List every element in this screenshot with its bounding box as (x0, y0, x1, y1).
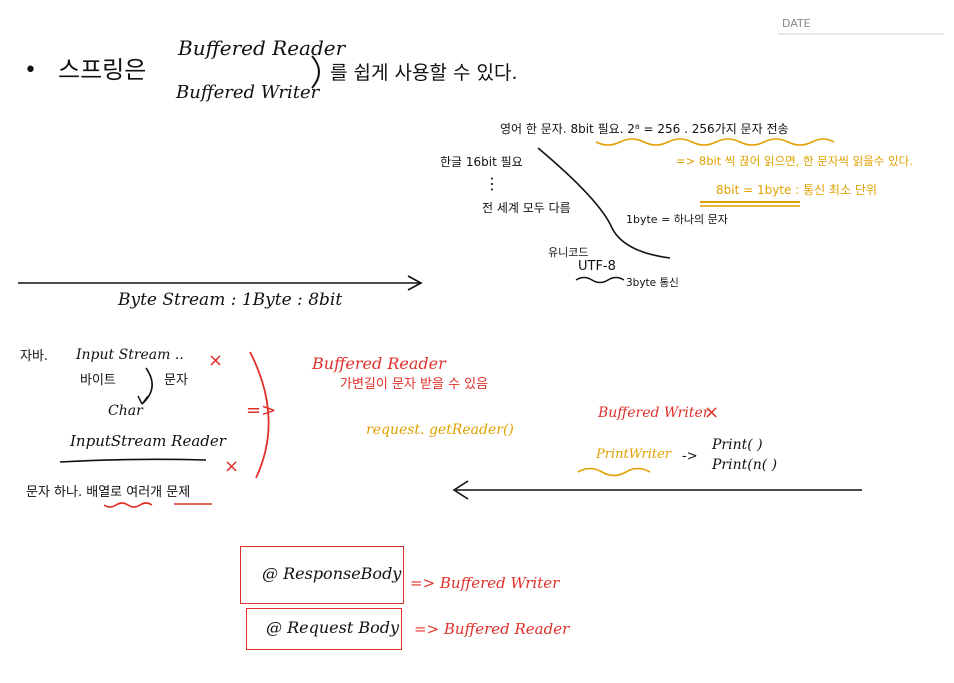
x-mark-writer: × (704, 402, 720, 423)
char-label-en: Char (108, 403, 143, 419)
request-get-reader: request. getReader() (366, 422, 514, 438)
buffered-reader-title: Buffered Reader (312, 354, 446, 373)
read-per-char-note: => 8bit 씩 끊어 읽으면, 한 문자씩 읽을수 있다. (676, 154, 913, 168)
unicode-label: 유니코드 (548, 246, 589, 259)
response-body-arrow: => Buffered Writer (410, 574, 560, 592)
title-buffered-writer: Buffered Writer (176, 82, 320, 103)
problem-note: 문자 하나. 배열로 여러개 문제 (26, 485, 191, 500)
implies-arrow: => (246, 400, 277, 421)
print-arrow: -> (682, 449, 698, 464)
response-body-label: @ ResponseBody (262, 564, 402, 583)
english-note: 영어 한 문자. 8bit 필요. 2⁸ = 256 . 256가지 문자 전송 (500, 122, 789, 136)
char-label-ko: 문자 (164, 373, 188, 388)
request-body-label: @ Request Body (266, 618, 400, 637)
date-label: DATE (782, 17, 811, 30)
buffered-reader-desc: 가변길이 문자 받을 수 있음 (340, 377, 489, 392)
world-note: 전 세계 모두 다름 (482, 201, 571, 215)
byte-stream-label: Byte Stream : 1Byte : 8bit (118, 290, 343, 310)
korean-note: 한글 16bit 필요 (440, 155, 523, 169)
utf8-label: UTF-8 (578, 259, 616, 274)
byte-char-note: 1byte = 하나의 문자 (626, 213, 728, 226)
title-buffered-reader: Buffered Reader (178, 36, 346, 60)
java-label: 자바. (20, 349, 49, 364)
print-writer-label: PrintWriter (596, 447, 671, 462)
byte-label: 바이트 (80, 373, 116, 388)
print-method: Print( ) (712, 437, 763, 453)
utf8-bytes-note: 3byte 통신 (626, 277, 679, 289)
x-mark-input-stream: × (208, 350, 224, 371)
x-mark-reader: × (224, 456, 240, 477)
request-body-arrow: => Buffered Reader (414, 620, 570, 638)
title-prefix: 스프링은 (58, 56, 147, 84)
dots: ⋮ (484, 174, 500, 193)
request-body-box (246, 608, 402, 650)
buffered-writer-title: Buffered Writer (598, 405, 710, 421)
title-suffix: 를 쉽게 사용할 수 있다. (330, 62, 518, 84)
byte-unit-note: 8bit = 1byte : 통신 최소 단위 (716, 183, 877, 197)
response-body-box (240, 546, 404, 604)
println-method: Print(n( ) (712, 457, 778, 473)
input-stream-reader-label: InputStream Reader (70, 432, 226, 450)
input-stream-label: Input Stream .. (76, 347, 184, 363)
bullet: • (24, 58, 37, 83)
